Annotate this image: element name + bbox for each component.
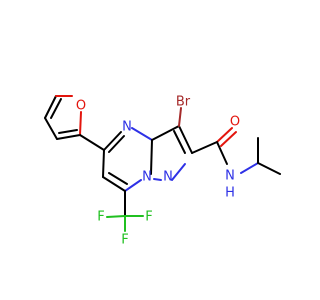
bond-furan-1 xyxy=(44,95,57,119)
bond-c7-c6-double xyxy=(108,172,128,185)
bond-n1-n8 xyxy=(153,178,162,181)
atom-n-ring-bridge: N xyxy=(142,170,152,185)
atom-f-bottom: F xyxy=(121,233,128,248)
bond-c7-c6 xyxy=(102,176,126,192)
bond-c2-carbonyl xyxy=(191,141,218,154)
atom-o-furan: O xyxy=(76,99,86,114)
substituents xyxy=(106,107,281,232)
bond-c3-c2 xyxy=(178,125,193,154)
bond-c3a-n8 xyxy=(150,139,153,175)
bond-c5-n4-double xyxy=(108,135,125,153)
pyrazole-ring xyxy=(151,125,193,181)
atom-labels: O N Br N N O N H F F F xyxy=(76,95,240,248)
bond-furan-1-double xyxy=(50,98,62,119)
bond-furan-to-core xyxy=(79,134,105,151)
pyrimidine-ring xyxy=(102,127,153,192)
bond-nh-ch xyxy=(240,162,259,174)
atom-o-carbonyl: O xyxy=(230,115,240,130)
chemical-structure: O N Br N N O N H F F F xyxy=(44,95,281,248)
bond-n8-c7 xyxy=(124,179,142,192)
bond-furan-3-double xyxy=(58,129,78,134)
bond-c2-n1 xyxy=(171,163,186,181)
bond-c3a-c3 xyxy=(151,125,180,141)
bond-n4-c3a xyxy=(131,127,153,141)
atom-h-amide: H xyxy=(225,186,235,201)
bond-c5-n4 xyxy=(103,131,122,151)
bond-c3-br xyxy=(178,107,182,127)
bond-ch-me1 xyxy=(257,162,281,175)
bond-furan-2 xyxy=(44,117,58,140)
bond-carbonyl-o-double xyxy=(220,131,237,147)
bond-furan-3 xyxy=(56,134,81,140)
bond-cf3-f-left xyxy=(106,215,126,218)
bond-c6-c5 xyxy=(102,149,105,178)
atom-f-right: F xyxy=(145,210,152,225)
atom-n-ring-top: N xyxy=(122,120,132,135)
atom-n-ring-pyrazole: N xyxy=(163,170,173,185)
atom-br: Br xyxy=(176,95,191,110)
bond-c3-c2-double xyxy=(173,130,186,154)
furan-ring xyxy=(44,95,105,151)
bond-furan-o-1 xyxy=(79,111,82,136)
bond-carbonyl-o xyxy=(216,127,233,143)
atom-n-amide: N xyxy=(225,169,235,184)
bond-carbonyl-nh xyxy=(216,141,228,165)
atom-f-left: F xyxy=(97,210,104,225)
